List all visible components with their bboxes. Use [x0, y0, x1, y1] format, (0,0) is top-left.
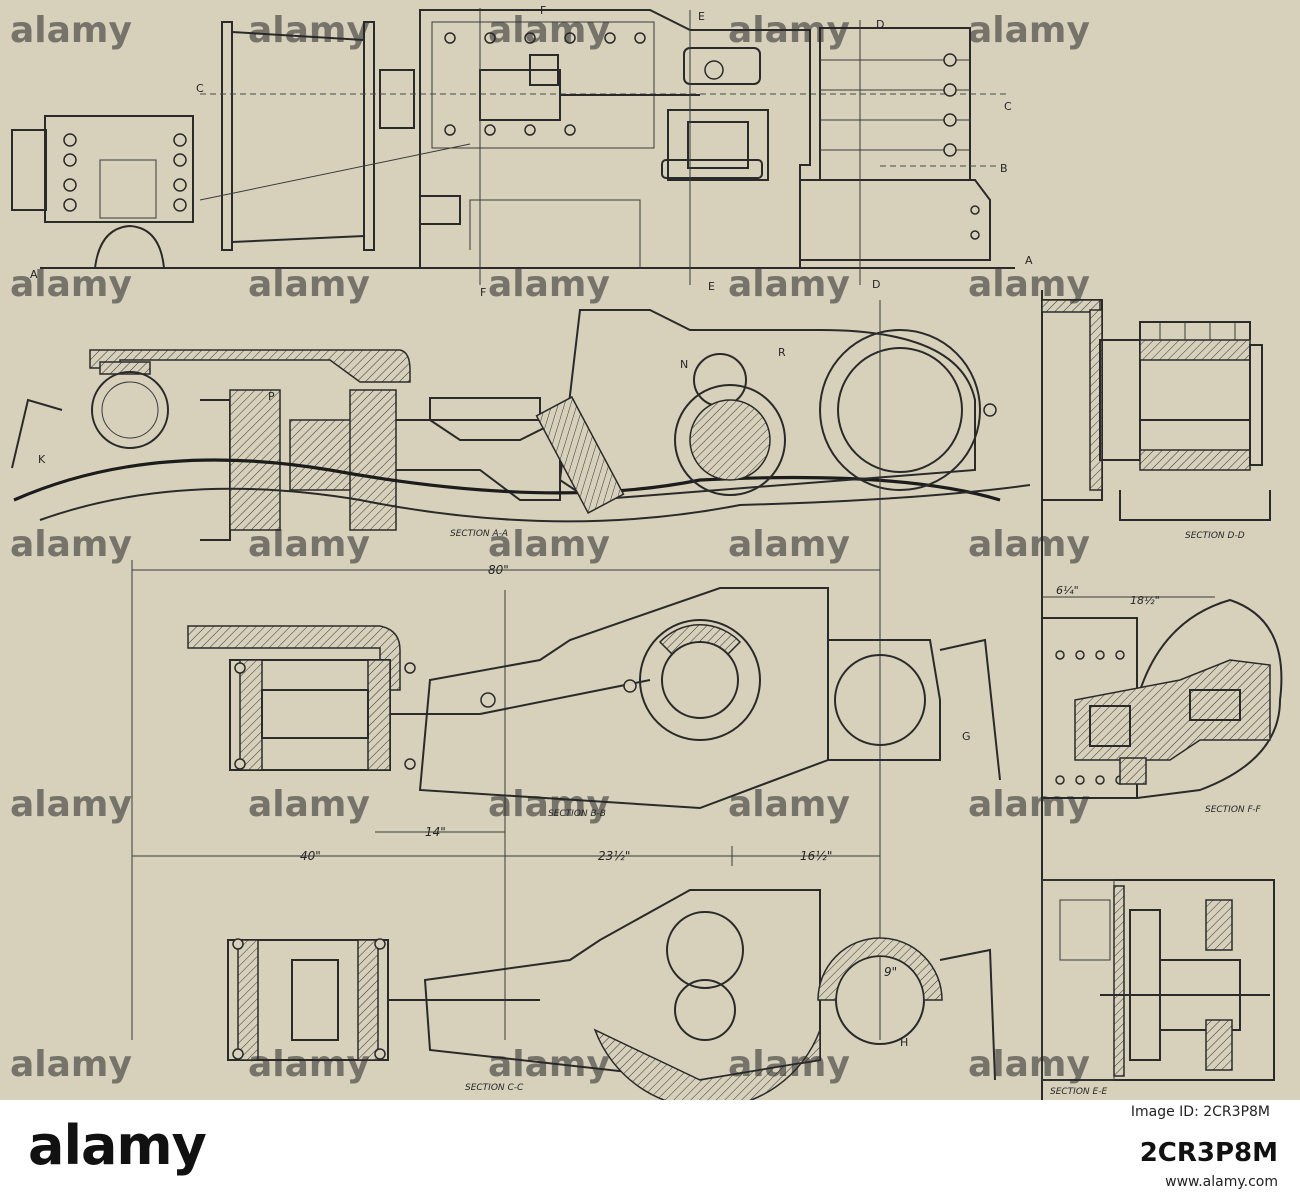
website-link[interactable]: www.alamy.com — [1165, 1174, 1278, 1190]
section-c-c: 9" H SECTION C-C — [227, 889, 996, 1100]
dim-23-5-label: 23½" — [598, 849, 630, 863]
cut-mark-d-top: D — [876, 18, 884, 31]
image-code: 2CR3P8M — [1139, 1138, 1278, 1168]
part-letter-k: K — [38, 453, 46, 466]
stock-footer: alamy Image ID: 2CR3P8M 2CR3P8M www.alam… — [0, 1100, 1300, 1196]
cut-mark-f-bottom: F — [480, 286, 486, 299]
watermark: alamy — [488, 10, 610, 51]
watermark: alamy — [728, 10, 850, 51]
watermark: alamy — [968, 784, 1090, 825]
dim-9-label: 9" — [884, 965, 897, 979]
watermark: alamy — [10, 524, 132, 565]
watermark: alamy — [248, 10, 370, 51]
part-letter-p: P — [268, 390, 275, 403]
cut-mark-e-top: E — [698, 10, 705, 23]
part-letter-g: G — [962, 730, 971, 743]
section-a-a-title: SECTION A-A — [450, 529, 508, 539]
watermark: alamy — [248, 524, 370, 565]
cut-mark-a-right: A — [1025, 254, 1033, 267]
watermark: alamy — [728, 784, 850, 825]
top-elevation-view: A A C C E — [11, 4, 1033, 299]
cut-mark-a-left: A — [30, 268, 38, 281]
section-f-f: 6¼" 18½" SECTION F-F — [1041, 584, 1283, 815]
watermark: alamy — [488, 784, 610, 825]
watermark-grid: alamy alamy alamy alamy alamy alamy alam… — [10, 10, 1090, 1085]
watermark: alamy — [488, 264, 610, 305]
section-c-c-title: SECTION C-C — [465, 1083, 524, 1093]
dim-40-label: 40" — [300, 849, 321, 863]
watermark: alamy — [10, 264, 132, 305]
watermark: alamy — [968, 1044, 1090, 1085]
watermark: alamy — [968, 524, 1090, 565]
section-d-d: SECTION D-D — [1041, 299, 1271, 541]
cut-mark-e-bottom: E — [708, 280, 715, 293]
watermark: alamy — [10, 1044, 132, 1085]
part-letter-n: N — [680, 358, 688, 371]
engineering-drawing: A A C C E — [10, 4, 1283, 1100]
section-d-d-title: SECTION D-D — [1185, 531, 1245, 541]
cut-mark-c-left: C — [196, 82, 204, 95]
section-e-e: SECTION E-E — [1041, 879, 1275, 1097]
watermark: alamy — [728, 264, 850, 305]
dim-6-25-label: 6¼" — [1056, 584, 1079, 597]
watermark: alamy — [728, 1044, 850, 1085]
dimension-row: 40" 23½" 16½" — [132, 846, 880, 866]
watermark: alamy — [488, 524, 610, 565]
watermark: alamy — [248, 264, 370, 305]
cut-mark-b-right: B — [1000, 162, 1008, 175]
cut-mark-c-right: C — [1004, 100, 1012, 113]
dim-80-label: 80" — [488, 563, 509, 577]
cut-mark-d-bottom: D — [872, 278, 880, 291]
brand-logo[interactable]: alamy — [28, 1114, 207, 1177]
section-e-e-title: SECTION E-E — [1050, 1087, 1107, 1097]
watermark: alamy — [488, 1044, 610, 1085]
part-letter-r: R — [778, 346, 786, 359]
watermark: alamy — [248, 1044, 370, 1085]
image-id-label: Image ID: 2CR3P8M — [1130, 1104, 1270, 1120]
section-b-b: G SECTION B-B 14" — [187, 587, 1001, 839]
watermark: alamy — [248, 784, 370, 825]
section-a-a: K P N R SECTION A-A — [11, 309, 1031, 541]
cut-mark-f-top: F — [540, 4, 546, 17]
watermark: alamy — [968, 10, 1090, 51]
watermark: alamy — [10, 784, 132, 825]
watermark: alamy — [968, 264, 1090, 305]
dim-18-5-label: 18½" — [1130, 594, 1160, 607]
section-f-f-title: SECTION F-F — [1205, 805, 1261, 815]
section-b-b-title: SECTION B-B — [548, 809, 606, 819]
part-letter-h: H — [900, 1036, 908, 1049]
dim-16-5-label: 16½" — [800, 849, 832, 863]
dim-14-label: 14" — [425, 825, 446, 839]
watermark: alamy — [10, 10, 132, 51]
watermark: alamy — [728, 524, 850, 565]
